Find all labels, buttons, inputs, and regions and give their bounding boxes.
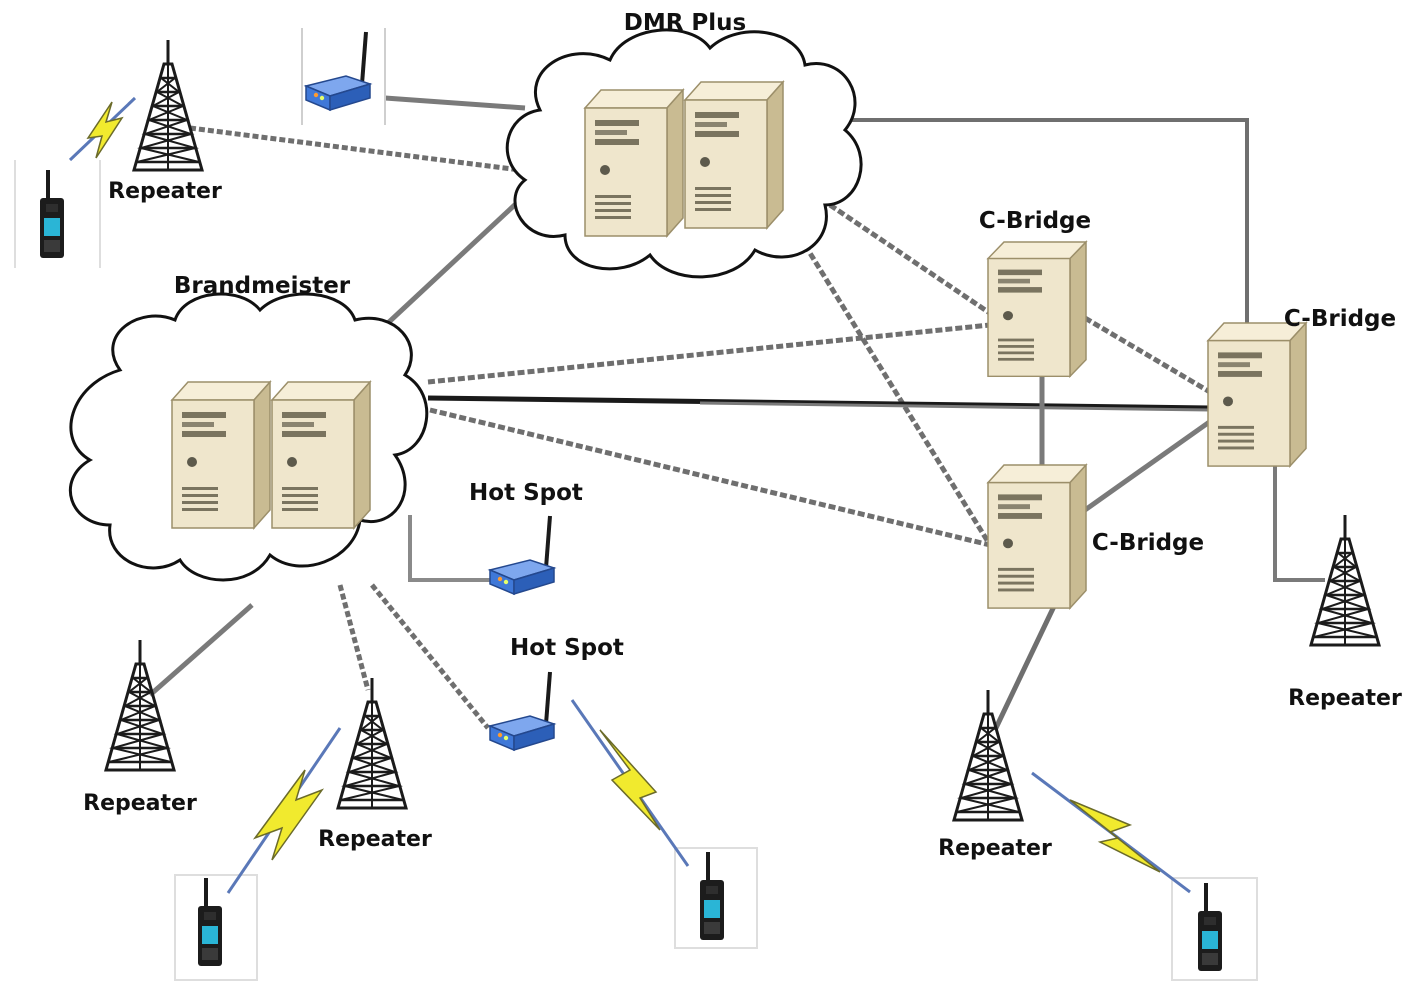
radio-icon (196, 876, 224, 968)
server-icon (987, 464, 1087, 609)
link-repeater-top-dmrplus (189, 125, 521, 173)
lightning-icon (1031, 771, 1191, 894)
radio-icon (698, 850, 726, 942)
server-icon (271, 381, 371, 529)
link-brandmeister-hotspot (408, 515, 492, 582)
label-brandmeister: Brandmeister (174, 273, 351, 299)
label-hotspot-1: Hot Spot (469, 480, 583, 506)
server-icon (171, 381, 271, 529)
link-cbridge-right-repeater (1273, 465, 1325, 582)
hotspot-icon (304, 30, 372, 112)
radio-frames (14, 160, 1258, 981)
label-cbridge-bottom: C-Bridge (1092, 530, 1204, 556)
links (148, 95, 1325, 732)
cloud-icon (505, 28, 863, 279)
label-repeater-bottom-mid: Repeater (318, 827, 432, 852)
link-brandmeister-dmrplus (373, 198, 522, 337)
hotspot-icon (488, 670, 556, 752)
link-cbridge-bottom-right (1083, 415, 1217, 513)
label-cbridge-right: C-Bridge (1284, 306, 1396, 332)
link-brandmeister-repeater-mid (337, 584, 371, 691)
label-hotspot-2: Hot Spot (510, 635, 624, 661)
label-repeater-bottom-left: Repeater (83, 791, 197, 816)
link-dmrplus-cbridge-bottom (802, 243, 993, 547)
link-brandmeister-repeater-left (148, 603, 254, 697)
tower-icon (132, 38, 204, 172)
link-brandmeister-cbridge-right (427, 395, 1211, 411)
link-cbridge-bottom-repeater (992, 598, 1060, 732)
label-repeater-bottom-center: Repeater (938, 836, 1052, 861)
tower-icon (104, 638, 176, 772)
label-repeater-right: Repeater (1288, 686, 1402, 711)
radio-icon (1196, 881, 1224, 973)
link-brandmeister-cbridge-bottom (429, 407, 991, 548)
server-icon (987, 241, 1087, 378)
hotspot-frame (301, 28, 386, 125)
lightning-icon (570, 699, 690, 867)
tower-icon (952, 688, 1024, 822)
lightning-icon (68, 96, 137, 162)
link-dmrplus-cbridge-right (850, 118, 1249, 335)
link-brandmeister-hotspot-2 (370, 583, 490, 730)
label-cbridge-top: C-Bridge (979, 208, 1091, 234)
link-dmrplus-cbridge-top (828, 202, 1002, 323)
link-hotspot-top-dmrplus (384, 95, 526, 111)
server-icon (684, 81, 784, 229)
link-brandmeister-cbridge-top (427, 322, 991, 385)
label-dmr-plus: DMR Plus (624, 10, 747, 36)
lightning-icon (226, 727, 342, 894)
tower-icon (336, 676, 408, 810)
label-repeater-top-left: Repeater (108, 179, 222, 204)
link-brandmeister-cbridge-right-b (699, 401, 1211, 412)
hotspot-icon (488, 514, 556, 596)
link-cbridge-top-right (1083, 315, 1217, 398)
radio-icon (38, 168, 66, 260)
server-icon (584, 89, 684, 237)
server-icon (1207, 322, 1307, 467)
